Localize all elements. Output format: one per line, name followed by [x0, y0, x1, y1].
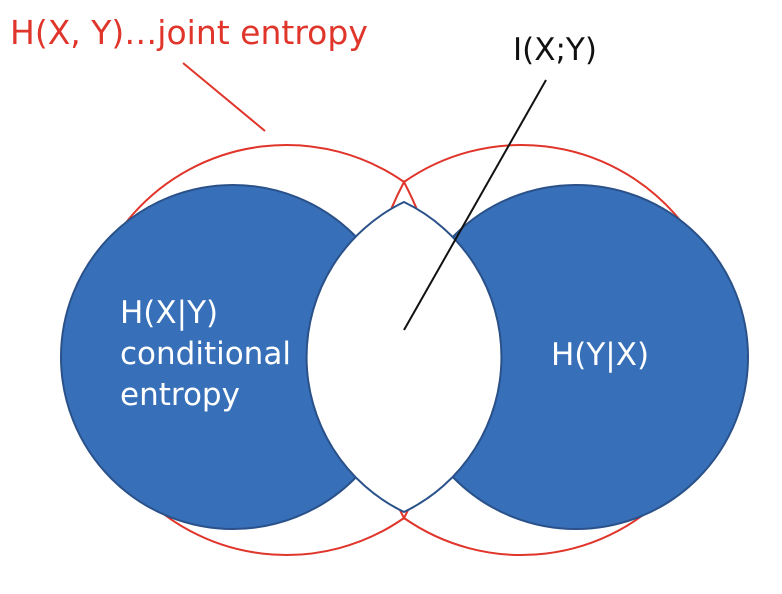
- left-region-label-line3: entropy: [120, 377, 240, 413]
- left-region-label-line2: conditional: [120, 336, 291, 372]
- left-region-label-line1: H(X|Y): [120, 295, 218, 331]
- right-region-label: H(Y|X): [551, 337, 649, 373]
- mutual-information-leader: [403, 79, 547, 331]
- joint-entropy-label: H(X, Y)…joint entropy: [10, 13, 368, 52]
- joint-entropy-leader: [182, 62, 266, 132]
- mutual-information-label: I(X;Y): [513, 32, 597, 68]
- overlap-lens: [305, 200, 503, 514]
